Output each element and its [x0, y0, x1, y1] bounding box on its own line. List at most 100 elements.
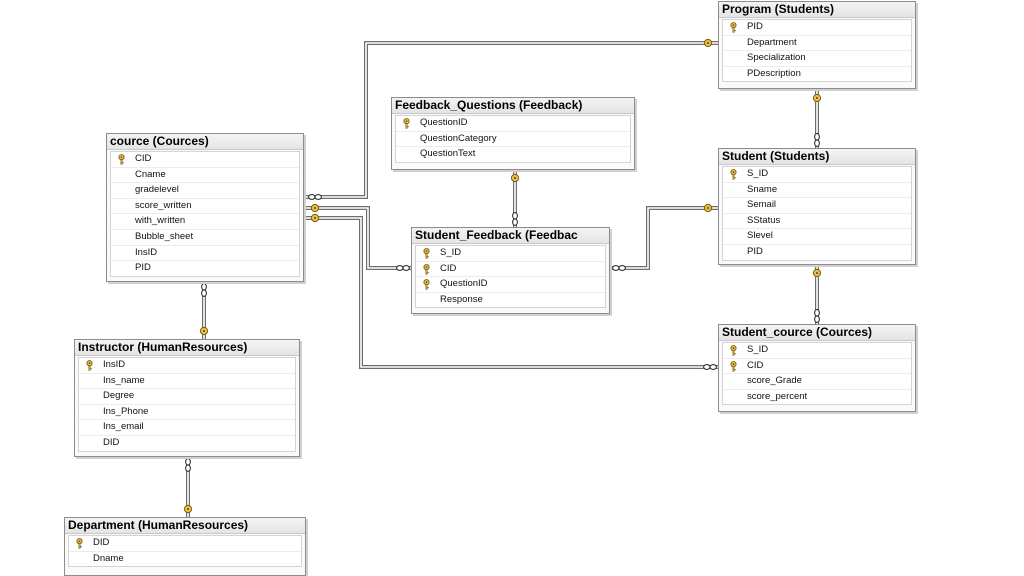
column-row[interactable]: score_Grade — [723, 374, 911, 390]
column-name: Slevel — [747, 230, 773, 242]
column-name: QuestionText — [420, 148, 476, 160]
column-row[interactable]: InsID — [79, 358, 295, 374]
relationship-line[interactable] — [611, 203, 718, 271]
many-end-infinity-icon — [201, 283, 207, 297]
one-end-key-icon — [183, 504, 193, 514]
column-row[interactable]: CID — [723, 359, 911, 375]
column-row[interactable]: QuestionID — [396, 116, 630, 132]
column-row[interactable]: score_written — [111, 199, 299, 215]
column-row[interactable]: Bubble_sheet — [111, 230, 299, 246]
column-row[interactable]: SStatus — [723, 214, 911, 230]
one-end-key-icon — [199, 326, 209, 336]
column-name: DID — [103, 436, 120, 448]
column-row[interactable]: S_ID — [723, 343, 911, 359]
column-row[interactable]: PID — [723, 20, 911, 36]
table-title[interactable]: Student_cource (Cources) — [719, 325, 915, 341]
column-row[interactable]: gradelevel — [111, 183, 299, 199]
column-row[interactable]: Semail — [723, 198, 911, 214]
column-row[interactable]: Ins_email — [79, 420, 295, 436]
key-icon — [403, 118, 410, 129]
column-name: Specialization — [747, 52, 806, 64]
one-end-key-icon — [703, 203, 713, 213]
column-row[interactable]: S_ID — [723, 167, 911, 183]
column-name: S_ID — [440, 247, 462, 258]
relationship-line[interactable] — [812, 90, 822, 148]
column-name: CID — [747, 359, 764, 371]
table-title[interactable]: Department (HumanResources) — [65, 518, 305, 534]
column-row[interactable]: PDescription — [723, 67, 911, 82]
column-name: Ins_email — [103, 421, 144, 433]
column-row[interactable]: Ins_Phone — [79, 405, 295, 421]
column-row[interactable]: DID — [79, 436, 295, 451]
column-row[interactable]: S_ID — [416, 246, 605, 262]
column-name: CID — [135, 153, 152, 164]
relationship-line[interactable] — [183, 457, 193, 517]
table-title[interactable]: Student (Students) — [719, 149, 915, 165]
table-title[interactable]: cource (Cources) — [107, 134, 303, 150]
column-row[interactable]: QuestionID — [416, 277, 605, 293]
column-row[interactable]: CID — [111, 152, 299, 168]
column-name: QuestionID — [420, 117, 468, 128]
column-name: PID — [747, 21, 763, 32]
table-title[interactable]: Program (Students) — [719, 2, 915, 18]
column-name: InsID — [103, 359, 126, 370]
relationship-line[interactable] — [812, 265, 822, 324]
many-end-infinity-icon — [185, 458, 191, 472]
relationship-line[interactable] — [305, 213, 718, 370]
column-row[interactable]: Specialization — [723, 51, 911, 67]
table-title[interactable]: Student_Feedback (Feedbac — [412, 228, 609, 244]
one-end-key-icon — [310, 203, 320, 213]
table-feedback-questions[interactable]: Feedback_Questions (Feedback) QuestionID Q… — [391, 97, 635, 170]
column-row[interactable]: with_written — [111, 214, 299, 230]
column-row[interactable]: Ins_name — [79, 374, 295, 390]
column-name: Sname — [747, 183, 778, 195]
key-icon — [730, 169, 737, 180]
column-name: QuestionID — [440, 278, 488, 290]
column-row[interactable]: score_percent — [723, 390, 911, 405]
column-row[interactable]: QuestionText — [396, 147, 630, 162]
column-row[interactable]: Department — [723, 36, 911, 52]
column-name: Semail — [747, 199, 777, 211]
column-row[interactable]: PID — [723, 245, 911, 260]
one-end-key-icon — [812, 268, 822, 278]
column-name: score_Grade — [747, 375, 802, 387]
column-name: CID — [440, 262, 457, 274]
column-row[interactable]: Dname — [69, 552, 301, 567]
table-title[interactable]: Instructor (HumanResources) — [75, 340, 299, 356]
column-row[interactable]: Degree — [79, 389, 295, 405]
relationship-line[interactable] — [305, 203, 411, 271]
relationship-line[interactable] — [305, 38, 718, 200]
column-row[interactable]: CID — [416, 262, 605, 278]
column-row[interactable]: Slevel — [723, 229, 911, 245]
table-title[interactable]: Feedback_Questions (Feedback) — [392, 98, 634, 114]
column-name: Dname — [93, 552, 124, 564]
column-row[interactable]: PID — [111, 261, 299, 276]
column-list: S_ID CID QuestionID Response — [415, 245, 606, 309]
relationship-line[interactable] — [510, 170, 520, 227]
column-row[interactable]: Response — [416, 293, 605, 308]
column-name: Ins_Phone — [103, 405, 149, 417]
table-instructor[interactable]: Instructor (HumanResources) InsID Ins_name… — [74, 339, 300, 457]
key-icon — [730, 360, 737, 372]
column-row[interactable]: InsID — [111, 246, 299, 262]
column-name: InsID — [135, 246, 158, 258]
column-row[interactable]: QuestionCategory — [396, 132, 630, 148]
many-end-infinity-icon — [512, 212, 518, 226]
column-row[interactable]: DID — [69, 536, 301, 552]
many-end-infinity-icon — [814, 309, 820, 323]
column-row[interactable]: Sname — [723, 183, 911, 199]
relationship-line[interactable] — [199, 282, 209, 339]
column-name: S_ID — [747, 168, 769, 179]
column-row[interactable]: Cname — [111, 168, 299, 184]
